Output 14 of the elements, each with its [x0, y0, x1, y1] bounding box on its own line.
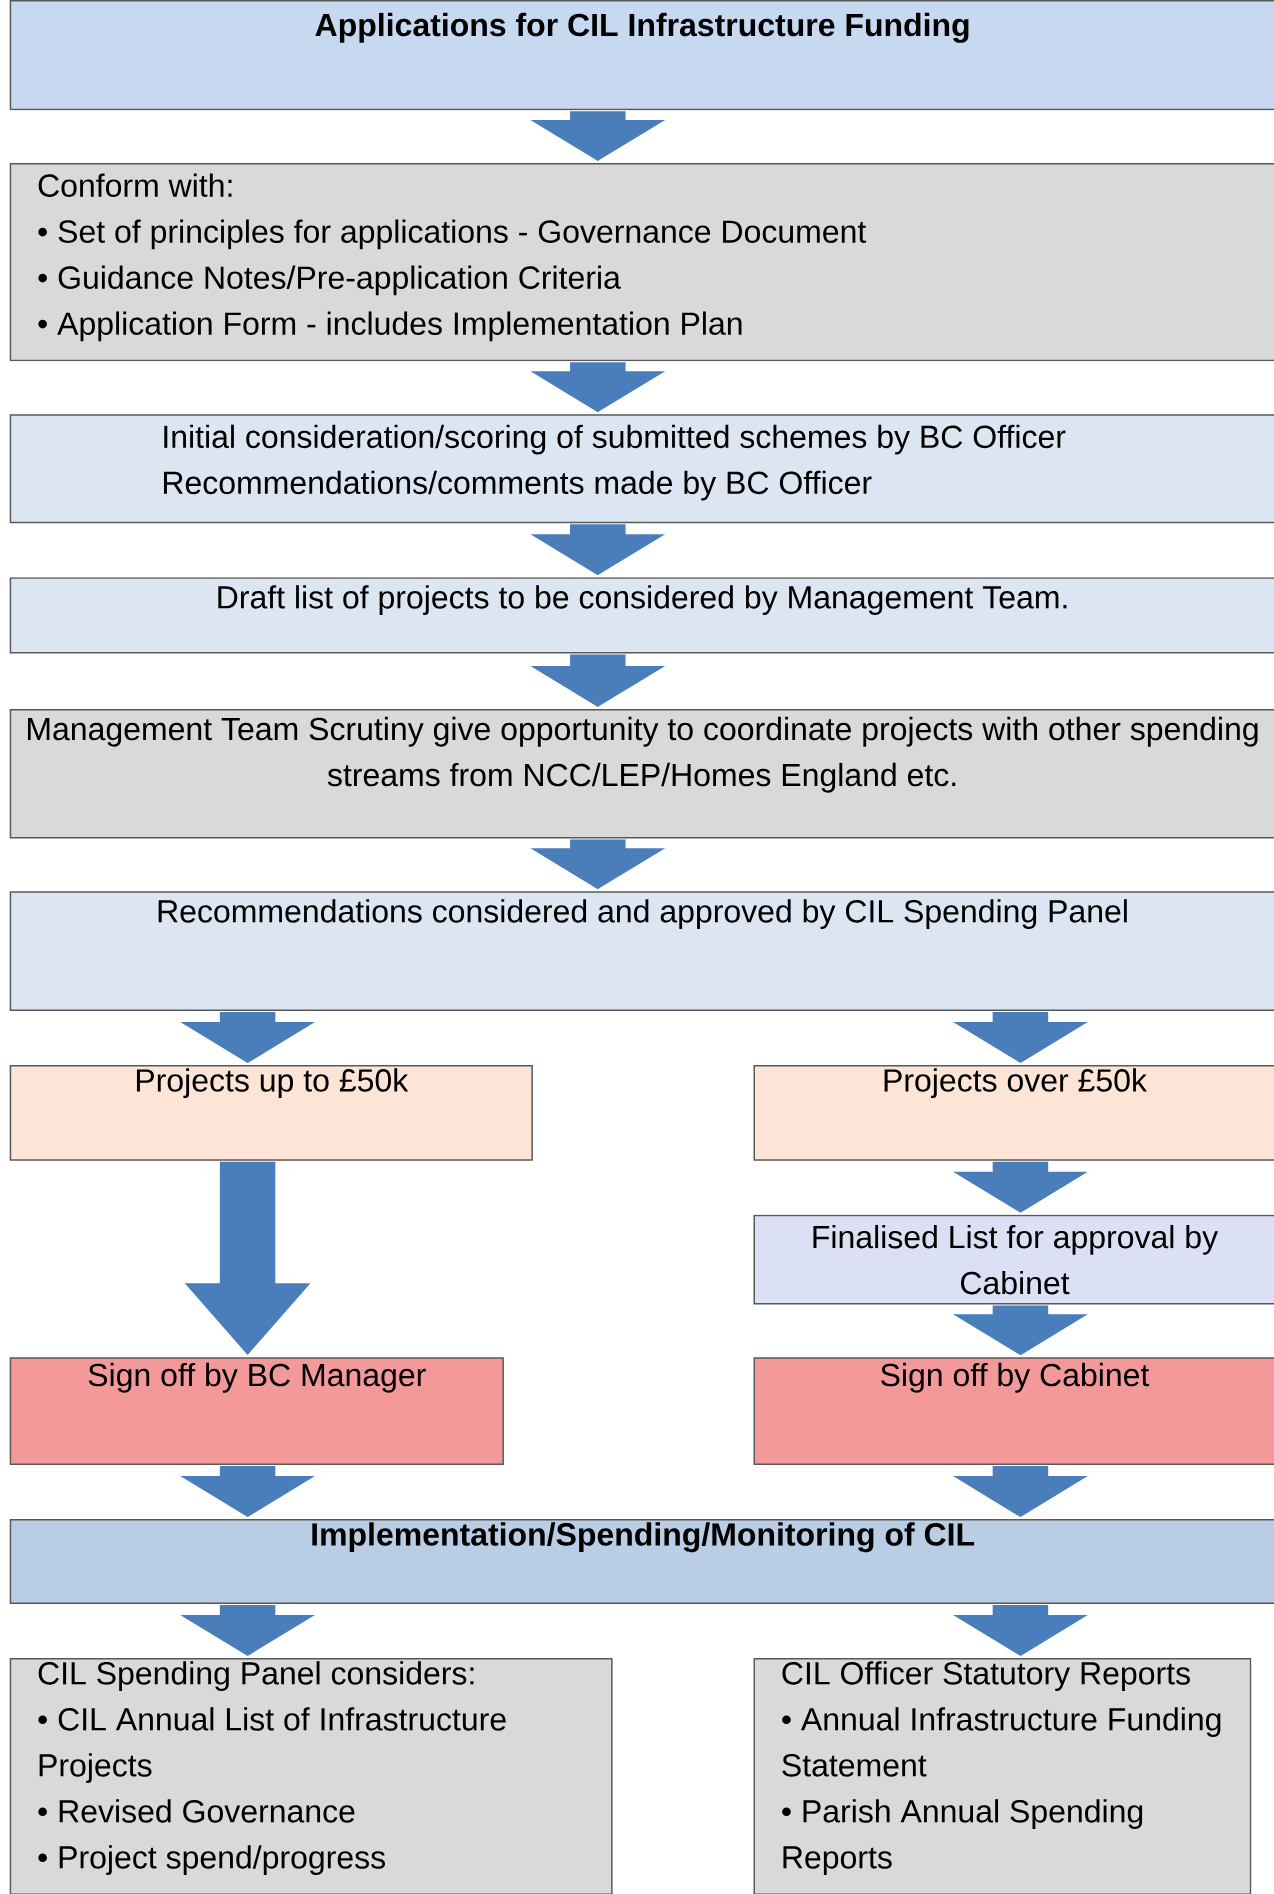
- process-box: Projects up to £50k: [9, 1065, 533, 1161]
- process-box: Conform with: • Set of principles for applications - Governance Document • Guidance Notes/Pre-application Criteria • Application Form - includes Implementation Plan: [9, 163, 1274, 362]
- process-box: Draft list of projects to be considered by Management Team.: [9, 577, 1274, 654]
- process-box: Applications for CIL Infrastructure Funding: [9, 0, 1274, 111]
- process-box: Initial consideration/scoring of submitted schemes by BC Officer Recommendations/comments made by BC Officer: [9, 414, 1274, 524]
- process-box: Projects over £50k: [753, 1065, 1274, 1161]
- process-box: CIL Spending Panel considers: • CIL Annual List of Infrastructure Projects • Revised Governance • Project spend/progress: [9, 1658, 613, 1894]
- process-box: Implementation/Spending/Monitoring of CIL: [9, 1519, 1274, 1604]
- process-box: Sign off by BC Manager: [9, 1357, 504, 1466]
- process-box: CIL Officer Statutory Reports • Annual Infrastructure Funding Statement • Parish Annual Spending Reports: [753, 1658, 1252, 1894]
- process-box: Finalised List for approval by Cabinet: [753, 1214, 1274, 1305]
- process-box: Recommendations considered and approved by CIL Spending Panel: [9, 891, 1274, 1011]
- process-box: Sign off by Cabinet: [753, 1357, 1274, 1466]
- process-box: Management Team Scrutiny give opportunity to coordinate projects with other spending streams from NCC/LEP/Homes England etc.: [9, 708, 1274, 839]
